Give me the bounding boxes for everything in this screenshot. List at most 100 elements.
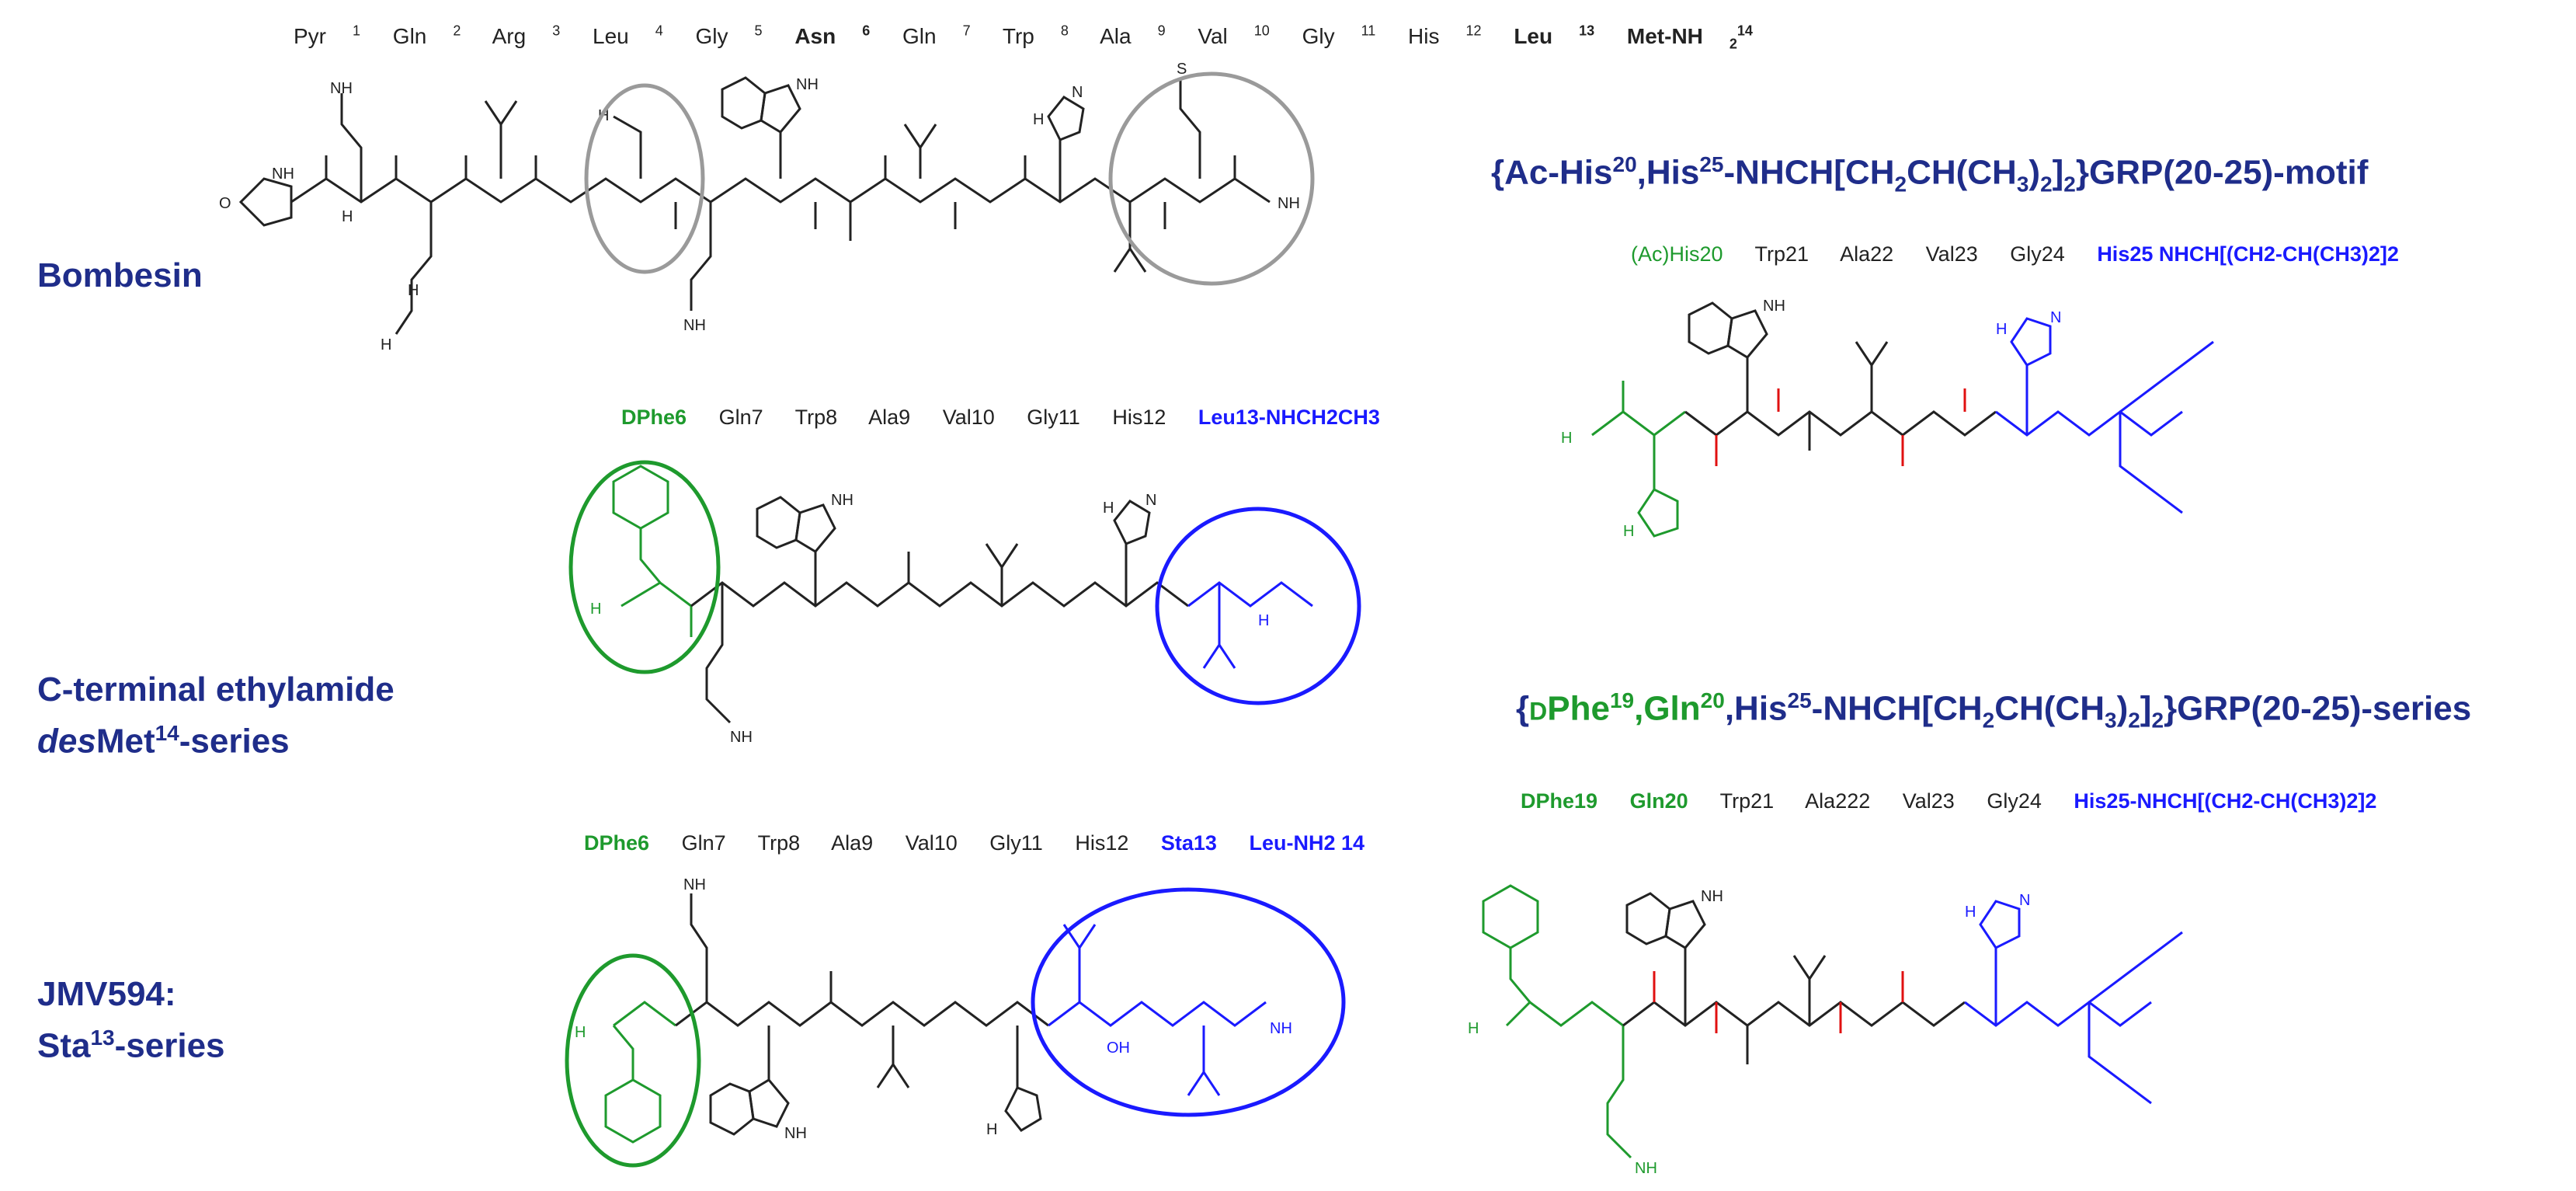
atom-hn-his25: H xyxy=(1965,904,1976,921)
atom-nh-his: H xyxy=(1033,111,1044,128)
residue-sta13: Sta13 xyxy=(1160,831,1217,855)
leu13-branch xyxy=(1218,644,1236,669)
leu13-sidechain xyxy=(1202,583,1221,669)
jmv594-structure: H NH NH H OH NH xyxy=(565,876,1346,1168)
atom-n-his25: N xyxy=(2019,892,2030,909)
leu13-backbone xyxy=(1187,581,1313,608)
residue-trp8: Trp8 xyxy=(794,406,838,429)
residue-val10: Val10 xyxy=(942,406,995,429)
atom-o-pyr: O xyxy=(219,195,231,212)
residue-ala9: Ala9 xyxy=(868,406,911,429)
atom-nh-trp: NH xyxy=(784,1125,807,1142)
residue-his12: His12 xyxy=(1112,406,1166,429)
val10-sidechain xyxy=(903,124,922,179)
val23-branch xyxy=(1870,341,1889,366)
residue-his25-amide: His25-NHCH[(CH2-CH(CH3)2]2 xyxy=(2074,789,2377,813)
atom-nh-2: H xyxy=(342,208,353,225)
gln7-sidechain xyxy=(690,202,712,311)
dphe19-benzene xyxy=(1482,884,1539,949)
gln2-sidechain xyxy=(340,93,363,202)
atom-h3c: H xyxy=(1561,430,1572,447)
leu4-sidechain xyxy=(484,100,502,179)
gln7-sidechain xyxy=(705,583,732,724)
sta13-branch xyxy=(1078,924,1097,949)
arg3-sidechain xyxy=(395,202,433,335)
gln20-sidechain xyxy=(1606,1026,1632,1159)
atom-nh-trp: NH xyxy=(1701,888,1723,905)
bombesin-backbone xyxy=(290,177,1271,204)
pyr-ring xyxy=(238,177,293,227)
isobutyl-2 xyxy=(2088,1002,2152,1105)
highlight-dphe6 xyxy=(568,460,721,674)
highlight-leu13-ethylamide xyxy=(1155,507,1361,705)
label-ethylamide-line1: C-terminal ethylamide xyxy=(37,670,395,709)
residue-gly11: Gly11 xyxy=(1027,406,1080,429)
val10-branch xyxy=(1000,543,1019,568)
atom-nh-1: NH xyxy=(272,165,294,183)
label-ethylamide-line2: desMet14-series xyxy=(37,721,290,761)
residue-achis20: (Ac)His20 xyxy=(1631,242,1723,266)
atom-n-his: N xyxy=(1072,84,1083,101)
ethylamide-backbone xyxy=(690,581,1189,608)
atom-nh2-gln7: NH xyxy=(683,876,706,893)
leu4-branch xyxy=(499,100,518,125)
residue-his12: His12 xyxy=(1075,831,1129,855)
atom-oh-sta: OH xyxy=(1107,1040,1130,1057)
dphe19-sidechain xyxy=(1509,948,1531,1003)
isobutyl-2 xyxy=(2119,412,2183,514)
atom-h2n-dphe: H xyxy=(1468,1020,1479,1037)
series-structure: H NH NH N H xyxy=(1468,884,2183,1177)
achis20-backbone xyxy=(1591,410,1686,437)
residue-val23: Val23 xyxy=(1925,242,1978,266)
dphe6-benzene xyxy=(612,465,669,530)
his25-backbone xyxy=(1995,410,2183,437)
residue-ala222: Ala222 xyxy=(1805,789,1871,813)
leu13-branch xyxy=(1128,248,1147,273)
highlight-leu13-met14 xyxy=(1108,71,1315,286)
residue-dphe6: DPhe6 xyxy=(584,831,650,855)
val10-branch xyxy=(892,1064,910,1088)
residue-gln7: Gln7 xyxy=(718,406,763,429)
label-jmv594-line2: Sta13-series xyxy=(37,1026,225,1065)
residue-gly24: Gly24 xyxy=(2010,242,2065,266)
atom-nh2-end: NH xyxy=(1278,195,1300,212)
met14-sidechain xyxy=(1179,78,1201,179)
leu14-branch xyxy=(1202,1071,1221,1096)
isobutyl-1 xyxy=(2119,340,2214,413)
residue-gly24: Gly24 xyxy=(1987,789,2042,813)
his12-imidazole xyxy=(1004,1086,1042,1132)
residue-gly11: Gly11 xyxy=(989,831,1043,855)
residue-ala9: Ala9 xyxy=(831,831,874,855)
residue-ala22: Ala22 xyxy=(1840,242,1894,266)
atom-h2n-dphe: H xyxy=(575,1024,586,1041)
residue-trp21: Trp21 xyxy=(1719,789,1775,813)
atom-nh2-gln7: NH xyxy=(730,729,753,746)
residue-trp8: Trp8 xyxy=(757,831,801,855)
jmv-residue-row: DPhe6 Gln7 Trp8 Ala9 Val10 Gly11 His12 S… xyxy=(584,831,1391,855)
atom-nh2-arg: H xyxy=(381,336,391,353)
highlight-sta13-leu14 xyxy=(1031,887,1346,1117)
val23-branch xyxy=(1808,955,1827,980)
atom-nh2-gln20: NH xyxy=(1635,1160,1657,1177)
dphe-gln-backbone xyxy=(1505,1001,1624,1027)
series-residue-row: DPhe19 Gln20 Trp21 Ala222 Val23 Gly24 Hi… xyxy=(1521,789,2403,813)
atom-nh-his20: H xyxy=(1623,523,1634,540)
achis20-imidazole xyxy=(1637,488,1679,538)
residue-trp21: Trp21 xyxy=(1754,242,1809,266)
dphe6-benzene xyxy=(604,1078,662,1144)
his12-imidazole xyxy=(1113,500,1151,545)
his25-imidazole xyxy=(2010,317,2052,367)
ethylamide-residue-row: DPhe6 Gln7 Trp8 Ala9 Val10 Gly11 His12 L… xyxy=(621,406,1406,430)
isobutyl-1 xyxy=(2088,931,2183,1004)
title-motif: {Ac-His20,His25-NHCH[CH2CH(CH3)2]2}GRP(2… xyxy=(1491,152,2369,197)
dphe6-sidechain xyxy=(612,1025,634,1080)
residue-his25-amide: His25 NHCH[(CH2-CH(CH3)2]2 xyxy=(2097,242,2399,266)
gln7-sidechain xyxy=(690,893,708,1002)
sta13-backbone xyxy=(1048,1001,1267,1027)
